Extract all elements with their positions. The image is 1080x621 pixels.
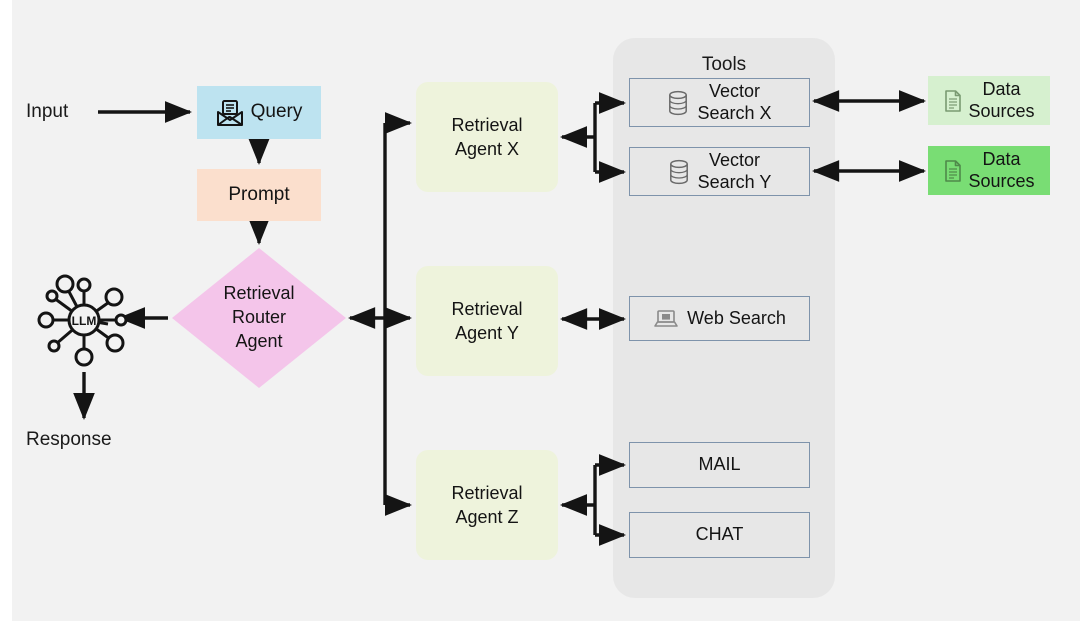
- database-icon: [668, 159, 690, 185]
- chat-box[interactable]: CHAT: [629, 512, 810, 558]
- retrieval-agent-x-box[interactable]: Retrieval Agent X: [416, 82, 558, 192]
- document-icon: [943, 159, 963, 183]
- retrieval-router-agent-node[interactable]: Retrieval Router Agent: [172, 248, 346, 388]
- data-sources-2-line2: Sources: [968, 170, 1035, 191]
- agent-x-label: Retrieval Agent X: [451, 113, 522, 162]
- data-sources-2-line1: Data: [982, 148, 1021, 169]
- agent-y-line2: Agent Y: [455, 323, 519, 343]
- agent-x-line2: Agent X: [454, 139, 520, 159]
- vector-search-y-label: Vector Search Y: [698, 150, 772, 194]
- data-sources-box-2[interactable]: Data Sources: [928, 146, 1050, 195]
- mail-label: MAIL: [698, 454, 741, 475]
- agent-y-line1: Retrieval: [451, 298, 523, 319]
- chat-label: CHAT: [695, 524, 744, 545]
- vector-search-x-content: Vector Search X: [667, 81, 772, 125]
- left-gutter: [0, 0, 12, 621]
- router-label-line2: Router: [231, 307, 287, 328]
- envelope-document-icon: [216, 99, 244, 127]
- vector-search-x-line2: Search X: [697, 102, 772, 123]
- data-sources-1-content: Data Sources: [943, 79, 1035, 123]
- document-icon: [943, 89, 963, 113]
- response-label: Response: [26, 428, 112, 450]
- query-label: Query: [250, 101, 303, 123]
- llm-icon-label: LLM: [72, 314, 97, 328]
- tools-panel-title: Tools: [701, 53, 747, 75]
- laptop-icon: [653, 308, 679, 330]
- agent-z-label: Retrieval Agent Z: [451, 481, 522, 530]
- vector-search-y-line1: Vector: [708, 149, 761, 170]
- retrieval-agent-z-box[interactable]: Retrieval Agent Z: [416, 450, 558, 560]
- llm-network-icon: LLM: [36, 272, 132, 368]
- data-sources-2-label: Data Sources: [968, 149, 1034, 193]
- vector-search-x-box[interactable]: Vector Search X: [629, 78, 810, 127]
- agent-z-line2: Agent Z: [455, 507, 519, 527]
- data-sources-box-1[interactable]: Data Sources: [928, 76, 1050, 125]
- database-icon: [667, 90, 689, 116]
- vector-search-x-line1: Vector: [708, 80, 760, 101]
- vector-search-y-content: Vector Search Y: [668, 150, 772, 194]
- retrieval-agent-y-box[interactable]: Retrieval Agent Y: [416, 266, 558, 376]
- router-label-line3: Agent: [235, 330, 283, 351]
- data-sources-1-line2: Sources: [968, 100, 1035, 121]
- data-sources-1-label: Data Sources: [968, 79, 1034, 123]
- data-sources-2-content: Data Sources: [943, 149, 1035, 193]
- agent-y-label: Retrieval Agent Y: [451, 297, 522, 346]
- vector-search-y-box[interactable]: Vector Search Y: [629, 147, 810, 196]
- vector-search-y-line2: Search Y: [697, 171, 772, 192]
- query-box[interactable]: Query: [197, 86, 321, 139]
- data-sources-1-line1: Data: [982, 78, 1021, 99]
- input-label: Input: [26, 100, 69, 122]
- agent-x-line1: Retrieval: [451, 114, 523, 135]
- mail-box[interactable]: MAIL: [629, 442, 810, 488]
- router-label: Retrieval Router Agent: [223, 282, 294, 353]
- router-label-line1: Retrieval: [223, 283, 295, 304]
- agent-z-line1: Retrieval: [451, 482, 523, 503]
- web-search-box[interactable]: Web Search: [629, 296, 810, 341]
- vector-search-x-label: Vector Search X: [697, 81, 771, 125]
- prompt-label: Prompt: [228, 183, 290, 205]
- prompt-box[interactable]: Prompt: [197, 169, 321, 221]
- web-search-label: Web Search: [687, 307, 786, 328]
